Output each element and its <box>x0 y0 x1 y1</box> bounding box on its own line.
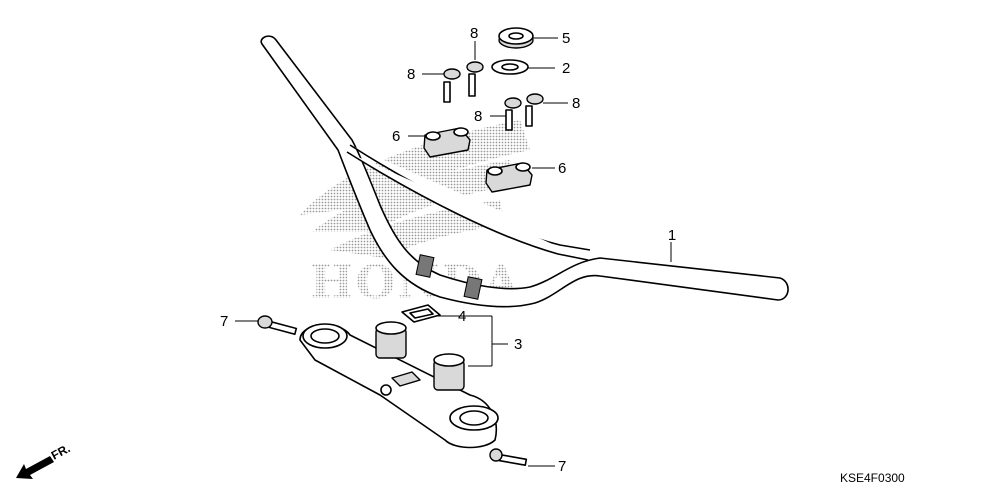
front-direction-arrow-icon <box>16 456 54 479</box>
callout-8-left: 8 <box>407 66 415 83</box>
leader-lines <box>235 37 672 467</box>
callout-5: 5 <box>562 30 570 47</box>
callout-7-lower: 7 <box>558 458 566 475</box>
direction-label: FR. <box>49 441 73 462</box>
drawing-code: KSE4F0300 <box>840 471 905 485</box>
bolt-8-left <box>443 68 461 103</box>
plate-part <box>401 304 441 323</box>
callout-6-lower: 6 <box>558 160 566 177</box>
washer-part <box>491 59 529 75</box>
bolt-8-right <box>525 93 544 127</box>
nut-part <box>498 27 534 49</box>
callout-8-mid: 8 <box>474 108 482 125</box>
callout-7-upper: 7 <box>220 313 228 330</box>
bolt-8-top <box>466 61 484 97</box>
bolt-8-mid <box>504 97 522 131</box>
callout-6-upper: 6 <box>392 128 400 145</box>
callout-8-right: 8 <box>572 95 580 112</box>
bolt-7-lower <box>489 448 528 467</box>
callout-3: 3 <box>514 336 522 353</box>
callout-8-top: 8 <box>470 25 478 42</box>
handlebar-part <box>260 35 789 308</box>
callout-1: 1 <box>668 227 676 244</box>
bolt-7-upper <box>257 315 298 336</box>
upper-holder-part-1 <box>423 127 471 158</box>
callout-4: 4 <box>458 308 466 325</box>
upper-holder-part-2 <box>485 162 533 193</box>
top-bridge-part <box>299 321 499 449</box>
callout-2: 2 <box>562 60 570 77</box>
